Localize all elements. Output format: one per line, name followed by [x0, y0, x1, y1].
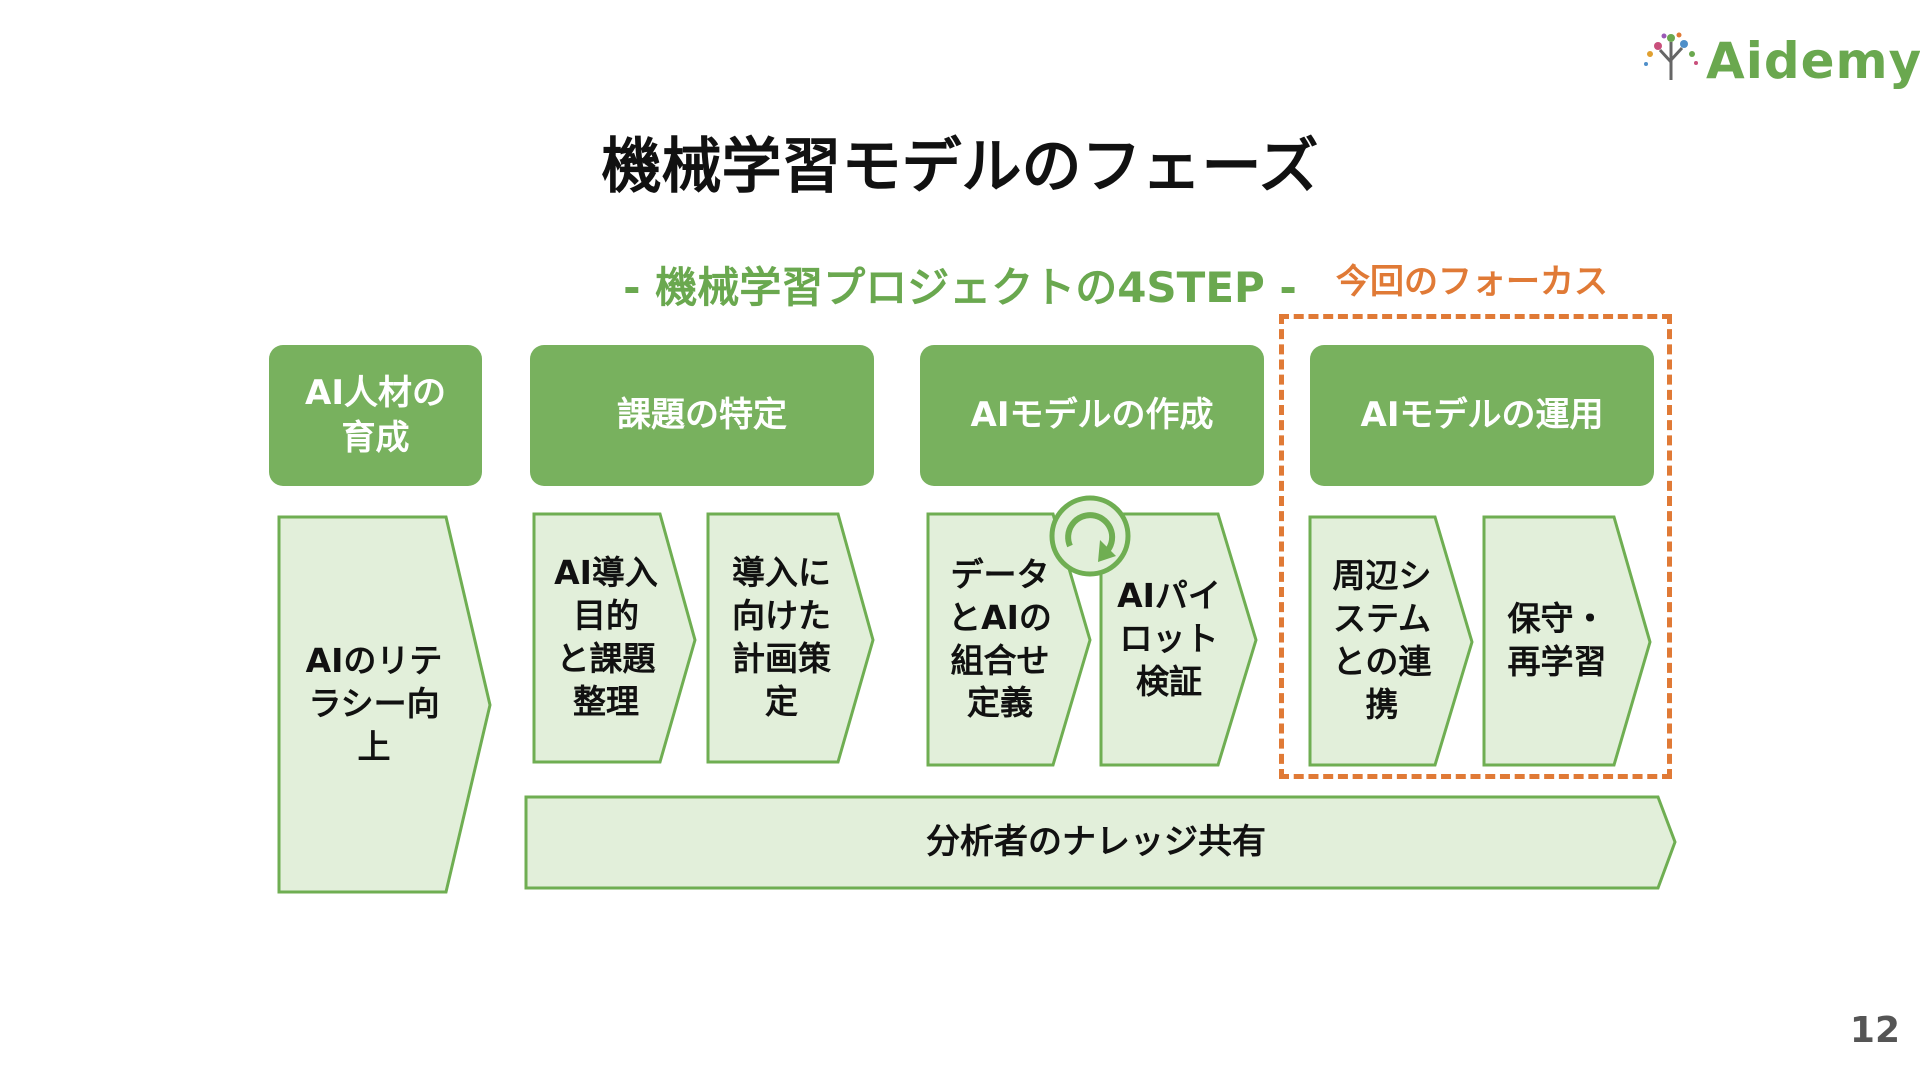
knowledge-share-shape	[524, 795, 1677, 890]
page-subtitle: - 機械学習プロジェクトの4STEP -	[623, 263, 1297, 312]
step-shape-planning	[706, 512, 875, 764]
step-shape-pilot	[1099, 512, 1258, 767]
tree-logo-icon	[1644, 32, 1698, 80]
phase-header-problem-definition: 課題の特定	[530, 345, 874, 486]
step-maintenance-retraining: 保守・ 再学習	[1507, 599, 1607, 681]
step-shape-maintenance	[1482, 515, 1652, 767]
focus-highlight-box	[1279, 314, 1672, 779]
step-shape-purpose	[532, 512, 697, 764]
step-shape-integration	[1308, 515, 1474, 767]
step-ai-literacy: AIのリテ ラシー向 上	[305, 641, 443, 766]
aidemy-logo: Aidemy	[1640, 30, 1920, 90]
step-shape-data-definition	[926, 512, 1092, 767]
step-data-ai-definition: データ とAIの 組合せ 定義	[948, 554, 1052, 723]
step-ai-pilot-verification: AIパイ ロット 検証	[1117, 576, 1221, 701]
step-purpose-and-issues: AI導入 目的 と課題 整理	[554, 553, 658, 721]
page-title: 機械学習モデルのフェーズ	[601, 132, 1319, 202]
step-implementation-planning: 導入に 向けた 計画策 定	[732, 553, 831, 721]
logo-text: Aidemy	[1706, 32, 1920, 90]
knowledge-share-label: 分析者のナレッジ共有	[926, 822, 1266, 863]
phase-header-model-operation: AIモデルの運用	[1310, 345, 1654, 486]
focus-label: 今回のフォーカス	[1336, 262, 1608, 302]
page-number: 12	[1849, 1010, 1900, 1051]
phase-header-ai-talent: AI人材の 育成	[269, 345, 482, 486]
step-system-integration: 周辺シ ステム との連 携	[1332, 556, 1432, 724]
step-shape-ai-literacy	[277, 515, 492, 894]
cycle-arrow-icon	[1049, 495, 1131, 577]
phase-header-model-creation: AIモデルの作成	[920, 345, 1264, 486]
